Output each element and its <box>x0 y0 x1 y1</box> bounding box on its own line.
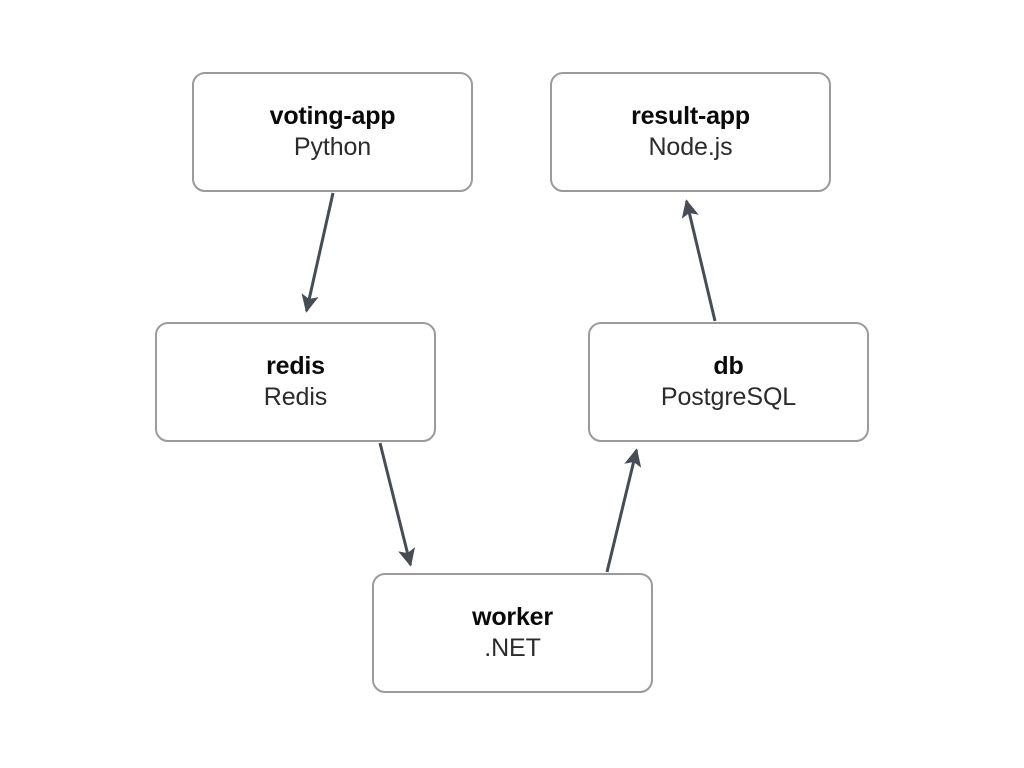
node-voting-app-title: voting-app <box>269 102 396 130</box>
node-voting-app-subtitle: Python <box>293 132 372 161</box>
node-redis[interactable]: redis Redis <box>155 322 436 442</box>
node-redis-subtitle: Redis <box>263 382 328 411</box>
edge-worker-to-db <box>605 448 642 573</box>
node-db-subtitle: PostgreSQL <box>660 382 797 411</box>
node-worker-title: worker <box>472 603 553 631</box>
node-worker-subtitle: .NET <box>484 633 541 662</box>
node-worker[interactable]: worker .NET <box>372 573 653 693</box>
node-result-app-title: result-app <box>631 102 750 130</box>
node-db[interactable]: db PostgreSQL <box>588 322 869 442</box>
edge-voting-app-to-redis <box>301 192 335 313</box>
node-result-app-subtitle: Node.js <box>648 132 733 161</box>
edge-db-to-result-app <box>681 199 717 322</box>
node-redis-title: redis <box>266 352 325 380</box>
node-db-title: db <box>713 352 744 380</box>
node-voting-app[interactable]: voting-app Python <box>192 72 473 192</box>
edge-redis-to-worker <box>378 442 416 567</box>
node-result-app[interactable]: result-app Node.js <box>550 72 831 192</box>
